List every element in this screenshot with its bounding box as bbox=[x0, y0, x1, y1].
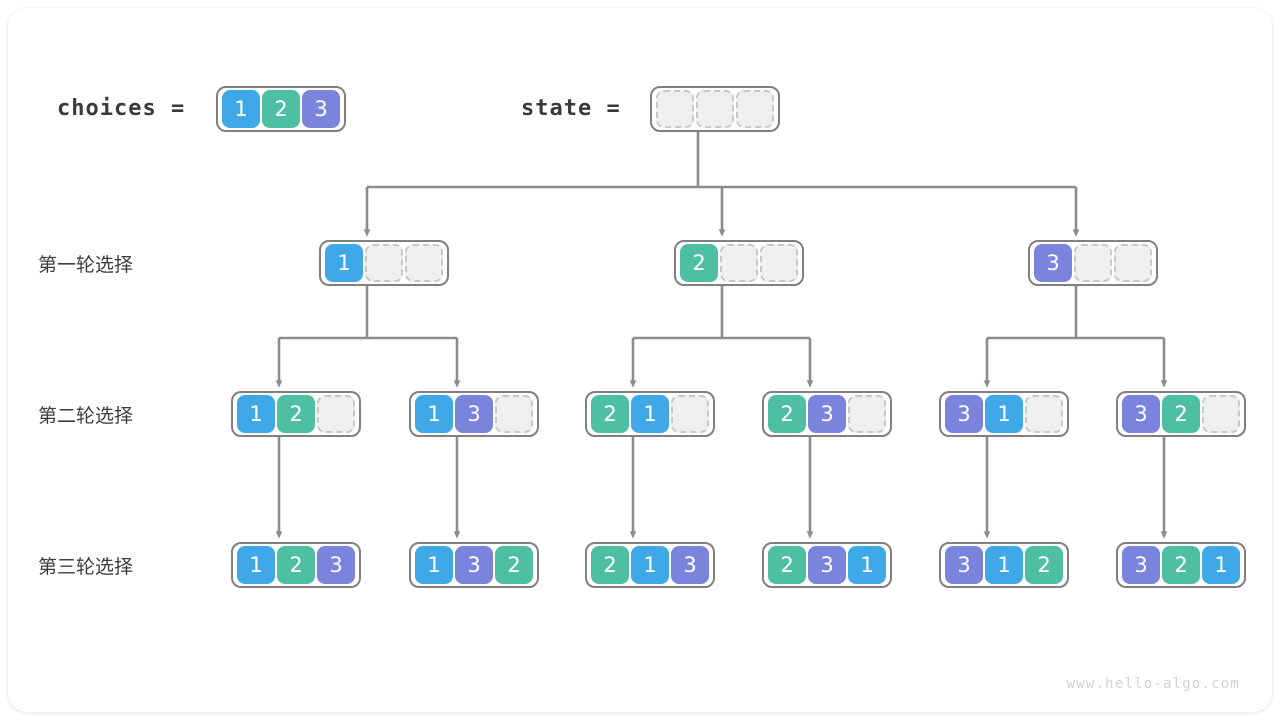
cell-empty bbox=[671, 395, 709, 433]
cell-value-2: 2 bbox=[1162, 395, 1200, 433]
node-round-1-2: 2 bbox=[674, 240, 804, 286]
cell-value-3: 3 bbox=[1034, 244, 1072, 282]
cell-empty bbox=[405, 244, 443, 282]
node-round-1-1: 1 bbox=[319, 240, 449, 286]
cell-value-1: 1 bbox=[985, 395, 1023, 433]
cell-empty bbox=[365, 244, 403, 282]
cell-empty bbox=[848, 395, 886, 433]
cell-value-3: 3 bbox=[455, 546, 493, 584]
cell-empty bbox=[720, 244, 758, 282]
diagram-card bbox=[8, 8, 1272, 712]
cell-empty bbox=[1025, 395, 1063, 433]
cell-value-2: 2 bbox=[591, 546, 629, 584]
cell-value-1: 1 bbox=[848, 546, 886, 584]
node-round-1-3: 3 bbox=[1028, 240, 1158, 286]
cell-value-2: 2 bbox=[768, 546, 806, 584]
cell-value-1: 1 bbox=[222, 90, 260, 128]
row-label-round-1: 第一轮选择 bbox=[38, 254, 134, 276]
cell-value-1: 1 bbox=[415, 395, 453, 433]
cell-value-1: 1 bbox=[237, 395, 275, 433]
cell-value-3: 3 bbox=[1122, 546, 1160, 584]
state-array bbox=[650, 86, 780, 132]
cell-empty bbox=[495, 395, 533, 433]
row-label-round-2: 第二轮选择 bbox=[38, 405, 134, 427]
cell-value-2: 2 bbox=[768, 395, 806, 433]
cell-empty bbox=[696, 90, 734, 128]
cell-value-1: 1 bbox=[631, 395, 669, 433]
cell-value-3: 3 bbox=[671, 546, 709, 584]
cell-value-3: 3 bbox=[1122, 395, 1160, 433]
cell-value-2: 2 bbox=[591, 395, 629, 433]
cell-value-2: 2 bbox=[262, 90, 300, 128]
cell-value-3: 3 bbox=[808, 546, 846, 584]
cell-empty bbox=[736, 90, 774, 128]
cell-empty bbox=[1114, 244, 1152, 282]
cell-empty bbox=[656, 90, 694, 128]
state-label: state = bbox=[521, 96, 621, 121]
cell-value-2: 2 bbox=[1162, 546, 1200, 584]
cell-value-3: 3 bbox=[455, 395, 493, 433]
row-label-round-3: 第三轮选择 bbox=[38, 556, 134, 578]
cell-value-1: 1 bbox=[325, 244, 363, 282]
watermark: www.hello-algo.com bbox=[1066, 676, 1240, 692]
cell-value-2: 2 bbox=[277, 395, 315, 433]
choices-label: choices = bbox=[57, 96, 186, 121]
cell-value-3: 3 bbox=[302, 90, 340, 128]
cell-value-2: 2 bbox=[680, 244, 718, 282]
cell-empty bbox=[1074, 244, 1112, 282]
cell-empty bbox=[317, 395, 355, 433]
cell-value-1: 1 bbox=[415, 546, 453, 584]
cell-empty bbox=[1202, 395, 1240, 433]
cell-empty bbox=[760, 244, 798, 282]
cell-value-1: 1 bbox=[237, 546, 275, 584]
cell-value-1: 1 bbox=[985, 546, 1023, 584]
cell-value-1: 1 bbox=[631, 546, 669, 584]
cell-value-2: 2 bbox=[495, 546, 533, 584]
cell-value-2: 2 bbox=[1025, 546, 1063, 584]
cell-value-3: 3 bbox=[808, 395, 846, 433]
cell-value-3: 3 bbox=[945, 546, 983, 584]
cell-value-3: 3 bbox=[317, 546, 355, 584]
cell-value-2: 2 bbox=[277, 546, 315, 584]
cell-value-1: 1 bbox=[1202, 546, 1240, 584]
cell-value-3: 3 bbox=[945, 395, 983, 433]
